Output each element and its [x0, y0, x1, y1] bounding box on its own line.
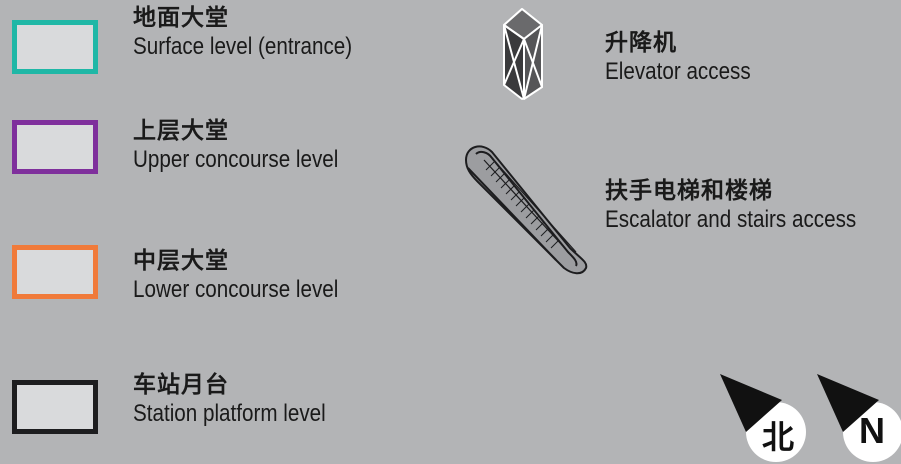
surface-level-swatch: [12, 20, 98, 74]
escalator-legend: 扶手电梯和楼梯 Escalator and stairs access: [605, 178, 897, 234]
north-arrow-zh: 北: [718, 372, 808, 464]
upper-concourse-swatch: [12, 120, 98, 174]
north-arrow-icon: [720, 374, 806, 462]
north-arrow-icon: [817, 374, 901, 462]
platform-level-en-label: Station platform level: [133, 400, 326, 428]
lower-concourse-en-label: Lower concourse level: [133, 276, 339, 304]
north-arrow-en: N: [815, 372, 901, 464]
surface-level-en-label: Surface level (entrance): [133, 33, 353, 61]
platform-level-zh-label: 车站月台: [133, 372, 229, 398]
elevator-zh-label: 升降机: [605, 30, 677, 56]
north-en-label: N: [859, 410, 885, 451]
escalator-zh-label: 扶手电梯和楼梯: [605, 178, 773, 204]
escalator-en-label: Escalator and stairs access: [605, 206, 857, 234]
elevator-en-label: Elevator access: [605, 58, 751, 86]
lower-concourse-swatch: [12, 245, 98, 299]
north-zh-label: 北: [762, 418, 795, 456]
lower-concourse-zh-label: 中层大堂: [133, 248, 229, 274]
elevator-legend: 升降机 Elevator access: [605, 30, 774, 86]
upper-concourse-en-label: Upper concourse level: [133, 146, 339, 174]
upper-concourse-zh-label: 上层大堂: [133, 118, 229, 144]
platform-level-swatch: [12, 380, 98, 434]
surface-level-legend: 地面大堂 Surface level (entrance): [133, 5, 388, 61]
surface-level-zh-label: 地面大堂: [133, 5, 229, 31]
escalator-icon: [465, 145, 588, 275]
elevator-icon: [503, 8, 543, 100]
lower-concourse-legend: 中层大堂 Lower concourse level: [133, 248, 372, 304]
upper-concourse-legend: 上层大堂 Upper concourse level: [133, 118, 372, 174]
platform-level-legend: 车站月台 Station platform level: [133, 372, 357, 428]
